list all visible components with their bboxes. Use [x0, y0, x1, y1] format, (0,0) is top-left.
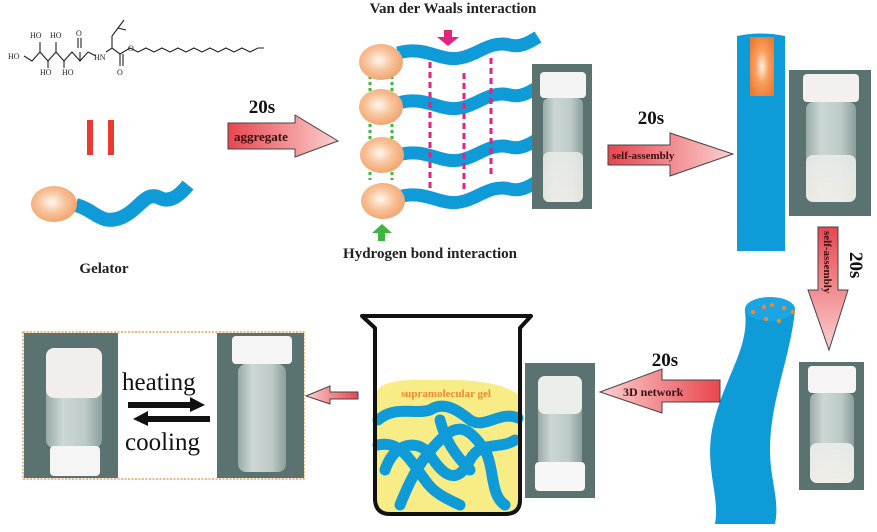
step2-time: 20s	[638, 108, 664, 129]
step4-label: 3D network	[623, 385, 684, 399]
atom-label: O	[128, 44, 134, 53]
equals-bar-right	[108, 120, 114, 155]
fiber-column	[737, 33, 785, 251]
step2-label: self-assembly	[612, 150, 675, 162]
molecule-structure	[23, 19, 264, 68]
fiber-bundle	[710, 297, 796, 524]
reversible-box	[22, 331, 305, 480]
beaker: supramolecular gel	[360, 314, 533, 516]
step3-time: 20s	[845, 252, 866, 278]
cooling-label: cooling	[125, 429, 200, 456]
vdw-label: Van der Waals interaction	[370, 1, 537, 17]
heating-arrow	[128, 397, 205, 412]
vial-photo-3	[799, 362, 864, 490]
hbond-label: Hydrogen bond interaction	[343, 246, 518, 262]
atom-label: HO	[30, 31, 42, 40]
molecule-atom-labels: HO HO HO O HO HO HN O O	[8, 29, 134, 77]
vial-photo-4	[525, 363, 595, 498]
heating-label: heating	[122, 369, 196, 396]
atom-label: O	[76, 29, 82, 38]
atom-label: HO	[50, 31, 62, 40]
step1-time: 20s	[249, 97, 275, 118]
beaker-label: supramolecular gel	[401, 388, 491, 400]
atom-label: HO	[62, 68, 74, 77]
aggregate-cluster: Van der Waals interaction Hydrogen bond …	[343, 1, 542, 262]
step2-arrow	[607, 132, 735, 177]
gelator-molecule	[31, 180, 194, 227]
vdw-arrow-icon	[437, 30, 459, 46]
atom-label: HN	[94, 53, 106, 62]
step4-arrow	[598, 368, 721, 414]
atom-label: O	[117, 68, 123, 77]
step5-arrow	[304, 385, 359, 405]
gelator-label: Gelator	[79, 261, 128, 277]
hbond-arrow-icon	[372, 224, 392, 241]
vial-photo-2	[789, 70, 871, 216]
atom-label: HO	[8, 52, 20, 61]
step1-arrow	[227, 114, 340, 158]
step1-label: aggregate	[234, 129, 288, 144]
vial-photo-1	[532, 64, 592, 209]
step3-arrow	[807, 226, 849, 352]
cooling-arrow	[133, 411, 210, 426]
atom-label: HO	[40, 68, 52, 77]
step3-label: self-assembly	[821, 231, 833, 294]
equals-bar-left	[87, 120, 93, 155]
step4-time: 20s	[652, 350, 678, 371]
